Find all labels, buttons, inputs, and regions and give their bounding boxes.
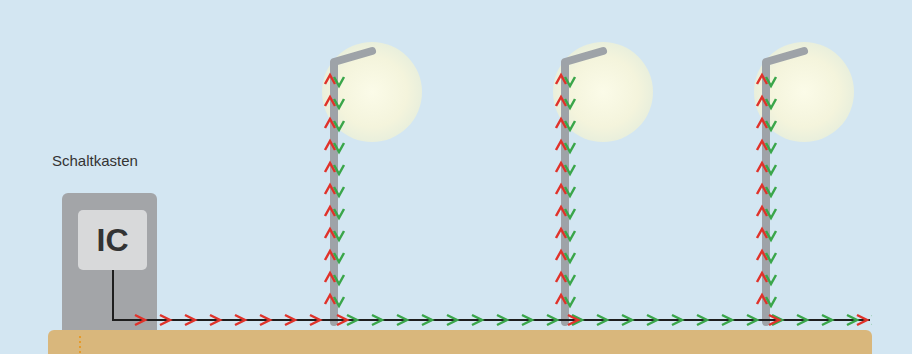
lamp-pole [565,51,603,322]
current-arrows [337,315,867,325]
chip-label: IC [97,224,129,256]
current-arrows [128,312,332,328]
ground [48,330,872,354]
cabinet-heading: Schaltkasten [52,153,138,168]
chip-box: IC [78,210,147,270]
control-cabinet: SchaltkastenIC [62,193,157,330]
cable [113,270,870,320]
ground-marker [79,336,81,354]
pole-arrows [320,70,790,312]
return-arrows [340,312,872,328]
lamp-pole [334,51,372,322]
lamp-pole [766,51,804,322]
